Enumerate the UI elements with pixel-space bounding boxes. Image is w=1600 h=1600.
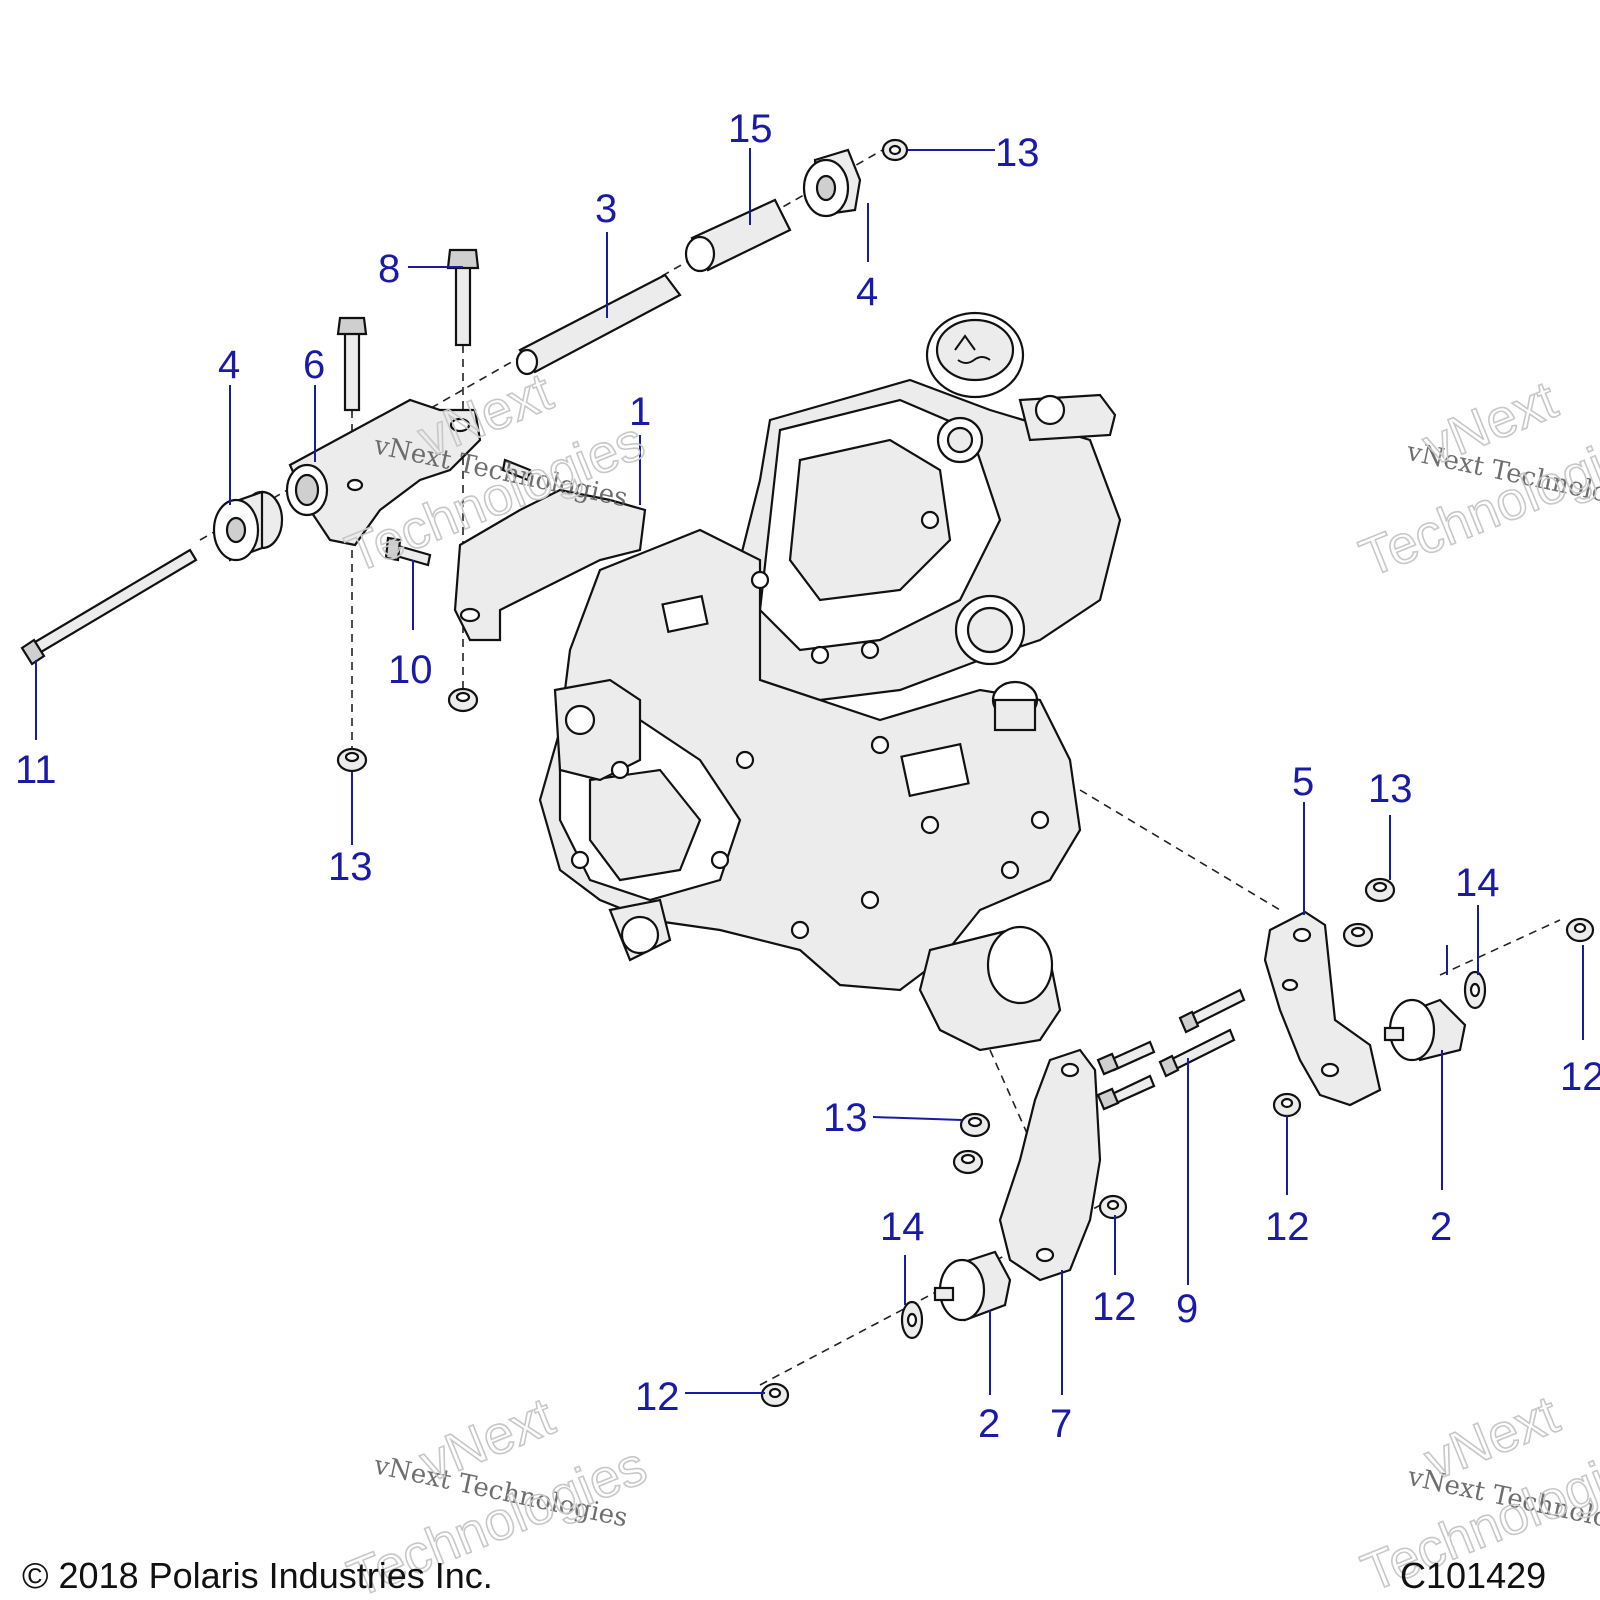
nut-12-near-bracket-7 [1098,1194,1128,1220]
callout-13-left: 13 [328,845,373,889]
nut-13-lower [959,1112,991,1138]
callout-13-lower: 13 [823,1096,868,1140]
sleeve-15 [684,198,792,273]
callout-2-lower: 2 [978,1402,1000,1446]
callout-11: 11 [15,748,57,792]
callout-12-near-bracket-7: 12 [1092,1285,1137,1329]
callout-12-right-edge: 12 [1560,1055,1600,1099]
callout-14-right: 14 [1455,861,1500,905]
bracket-7 [998,1048,1102,1282]
nut-12-mid-right [1272,1092,1302,1118]
callout-8: 8 [378,247,400,291]
nut-13-top [881,138,909,162]
bushing-4-top [802,148,862,218]
callout-14-lower: 14 [880,1205,925,1249]
nut-12-bottom [760,1382,790,1408]
callout-4-top: 4 [856,270,878,314]
nut-lower-2 [952,1149,984,1175]
nut-13-left [336,747,368,773]
callout-15: 15 [728,107,773,151]
callout-10: 10 [388,648,433,692]
callout-13-top: 13 [995,131,1040,175]
mount-bracket-6 [285,398,482,547]
bolts-9 [1096,988,1246,1111]
nut-13-right [1364,877,1396,903]
mount-2-right [1383,998,1467,1062]
nut-left-2 [447,687,479,713]
nut-12-right-edge [1565,917,1595,943]
mount-2-lower [933,1250,1012,1322]
bracket-5 [1263,910,1382,1107]
engine-assembly [538,311,1122,1052]
stud-10 [384,536,432,567]
bracket-1 [453,458,647,642]
figure-id: C101429 [1400,1555,1546,1596]
callouts: 1 2 2 3 4 4 5 6 7 8 9 10 11 12 12 12 12 … [15,107,1600,1446]
callout-12-bottom: 12 [635,1375,680,1419]
shaft-3 [515,273,682,376]
callout-12-mid-right: 12 [1265,1205,1310,1249]
nut-right-2 [1342,922,1374,948]
callout-13-right: 13 [1368,767,1413,811]
callout-9: 9 [1176,1287,1198,1331]
washer-14-lower [900,1300,924,1340]
callout-2-right: 2 [1430,1205,1452,1249]
callout-7: 7 [1050,1402,1072,1446]
long-bolt-11 [20,548,198,666]
callout-5: 5 [1292,760,1314,804]
watermark-top-right-big: vNext Technologies [1351,369,1600,590]
callout-3: 3 [595,187,617,231]
callout-4-left: 4 [218,343,240,387]
bolt-vertical-left [336,316,368,412]
bolt-8 [446,248,480,347]
washer-14-right [1463,970,1487,1010]
bushing-4-left [212,490,284,562]
callout-6: 6 [303,343,325,387]
copyright-text: © 2018 Polaris Industries Inc. [22,1555,493,1596]
callout-1: 1 [629,390,651,434]
